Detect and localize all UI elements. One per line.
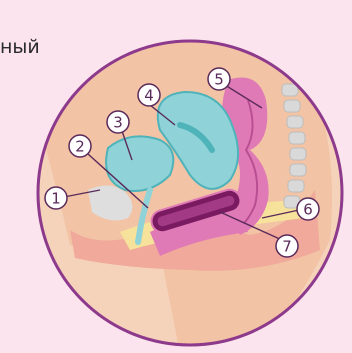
callout-5-label: 5 bbox=[214, 71, 224, 89]
callout-2: 2 bbox=[69, 135, 91, 157]
callout-2-label: 2 bbox=[75, 138, 85, 156]
callout-4-label: 4 bbox=[144, 87, 154, 105]
callout-1-label: 1 bbox=[51, 190, 61, 208]
callout-1: 1 bbox=[45, 187, 67, 209]
callout-5: 5 bbox=[208, 68, 230, 90]
callout-3-label: 3 bbox=[113, 114, 123, 132]
callout-7: 7 bbox=[276, 235, 298, 257]
callout-3: 3 bbox=[107, 111, 129, 133]
caption-text: ный bbox=[0, 36, 40, 58]
callout-7-label: 7 bbox=[282, 238, 292, 256]
callout-6-label: 6 bbox=[303, 201, 313, 219]
callout-6: 6 bbox=[297, 198, 319, 220]
callout-4: 4 bbox=[138, 84, 160, 106]
